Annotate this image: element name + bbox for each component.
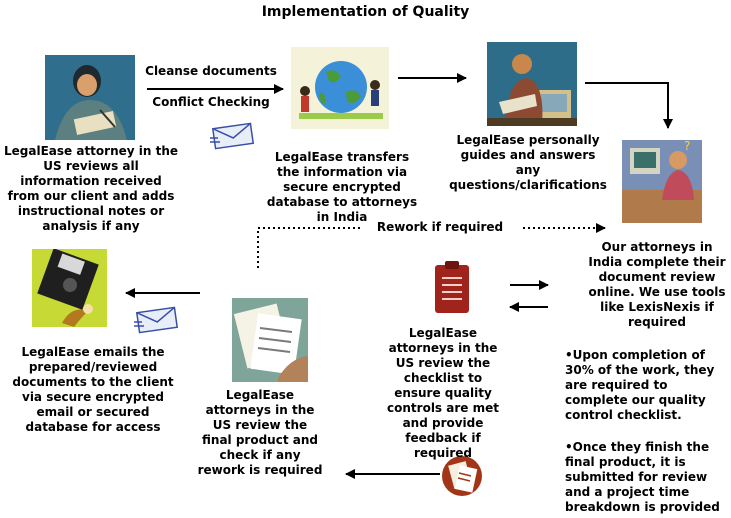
note-final: •Once they finish the final product, it … <box>565 440 720 514</box>
final-review-illustration <box>232 298 308 382</box>
email-icon <box>210 122 255 150</box>
rework-label: Rework if required <box>360 220 520 235</box>
step-us-review: LegalEase attorney in the US reviews all… <box>4 144 179 233</box>
page-title: Implementation of Quality <box>261 4 470 20</box>
email-icon-2 <box>134 306 179 334</box>
guidance-illustration <box>487 42 577 126</box>
note-completion: •Upon completion of 30% of the work, the… <box>565 348 715 422</box>
clipboard-icon <box>435 261 469 313</box>
conflict-label: Conflict Checking <box>152 95 270 109</box>
floppy-disk-illustration <box>32 249 107 327</box>
documents-icon <box>442 456 482 496</box>
globe-transfer-illustration <box>291 47 389 129</box>
attorney-computer-illustration: ? <box>622 140 702 223</box>
arrow-to-india <box>585 82 673 129</box>
attorney-reviewing-illustration <box>45 55 135 140</box>
step-india-review: Our attorneys in India complete their do… <box>588 240 726 329</box>
cleanse-label: Cleanse documents <box>145 64 277 78</box>
svg-text:?: ? <box>684 140 690 153</box>
step-email: LegalEase emails the prepared/reviewed d… <box>12 345 174 434</box>
step-checklist-review: LegalEase attorneys in the US review the… <box>387 326 499 460</box>
step-transfer: LegalEase transfers the information via … <box>266 150 418 224</box>
step-final-review: LegalEase attorneys in the US review the… <box>197 388 323 477</box>
step-guide: LegalEase personally guides and answers … <box>449 133 607 192</box>
